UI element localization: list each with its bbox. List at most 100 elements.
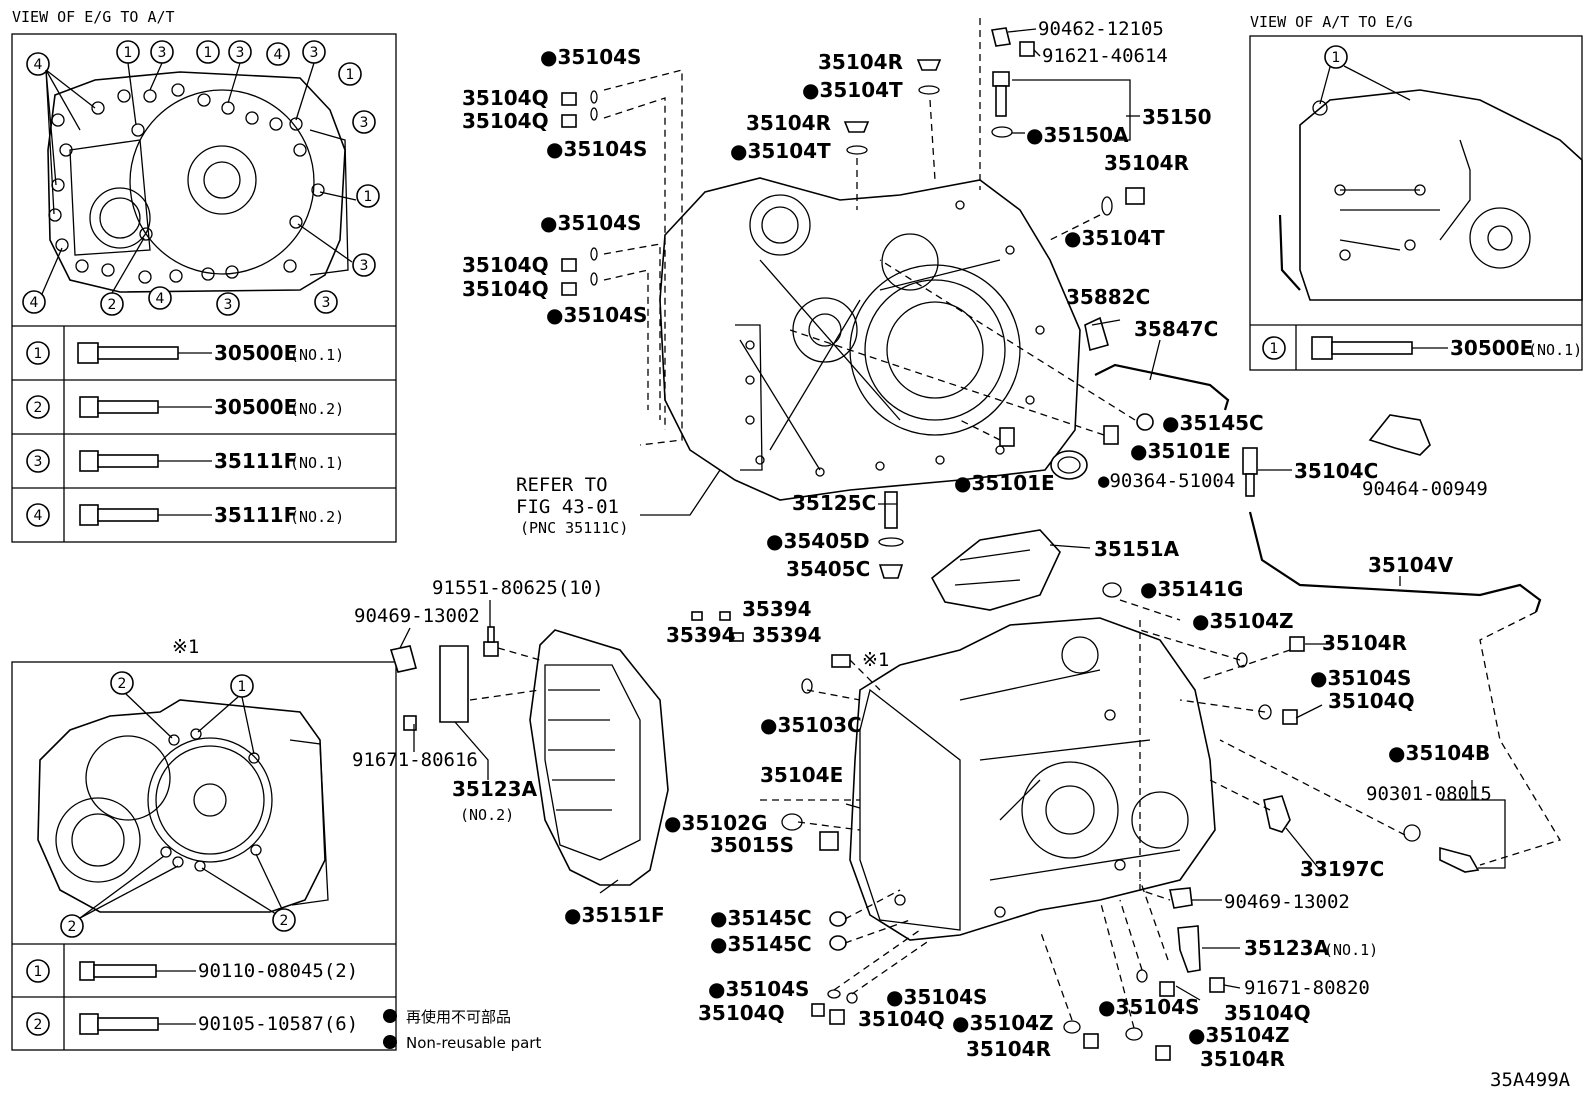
- callout-label: ●35104T: [730, 139, 831, 163]
- callout-label: 35104Q: [462, 109, 549, 133]
- transaxle-housing: [659, 177, 1081, 501]
- svg-text:1: 1: [1332, 50, 1341, 66]
- svg-text:3: 3: [224, 297, 233, 313]
- svg-text:2: 2: [34, 400, 43, 416]
- leader-lines: [399, 28, 1506, 1001]
- svg-text:3: 3: [236, 45, 245, 61]
- svg-text:2: 2: [68, 919, 77, 935]
- inset-at-to-eg: VIEW OF A/T TO E/G 1 1 30500E (NO.1): [1249, 13, 1583, 371]
- inset-ref1: ※1 2 1 2 2 1: [11, 636, 397, 1051]
- callout-label: 35123A: [1244, 936, 1330, 960]
- callout-label: 35394: [752, 623, 822, 647]
- oil-hose-35104V: [1248, 511, 1542, 613]
- svg-text:2: 2: [118, 676, 127, 692]
- svg-text:1: 1: [34, 346, 43, 362]
- svg-text:3: 3: [322, 295, 331, 311]
- number-balloons-front: 4 1 3 1 3 4 3 1 3 1 3 3 3 4 2 4: [22, 40, 380, 316]
- callout-label: 35104R: [966, 1037, 1051, 1061]
- bolt-row: 4 35111F (NO.2): [26, 503, 344, 527]
- svg-text:4: 4: [34, 508, 43, 524]
- svg-text:1: 1: [124, 45, 133, 61]
- callout-label: ●35103C: [760, 713, 862, 737]
- svg-text:(NO.1): (NO.1): [1528, 341, 1582, 359]
- callout-label: 91551-80625(10): [432, 577, 604, 599]
- callout-label: ●35101E: [954, 471, 1055, 495]
- transaxle-side-drawing: [37, 699, 329, 913]
- callout-label: 35882C: [1066, 285, 1150, 309]
- svg-text:3: 3: [360, 115, 369, 131]
- bolt-row: 2 90105-10587(6): [26, 1012, 358, 1036]
- callout-label: ●35145C: [710, 932, 812, 956]
- svg-text:(NO.2): (NO.2): [290, 508, 344, 526]
- callout-label: ●35141G: [1140, 577, 1243, 601]
- bolt-row: 1 30500E (NO.1): [1262, 336, 1582, 360]
- callout-label: 91671-80820: [1244, 977, 1370, 999]
- callout-label: 35104Q: [698, 1001, 785, 1025]
- transaxle-rear-drawing: [1278, 89, 1583, 301]
- oil-pan: [529, 629, 669, 886]
- svg-text:90110-08045(2): 90110-08045(2): [198, 960, 358, 982]
- callout-label: 90469-13002: [354, 605, 480, 627]
- callout-label: ●35104Z: [1188, 1023, 1290, 1047]
- callout-label: ●35150A: [1026, 123, 1129, 147]
- bolt-row: 1 30500E (NO.1): [26, 341, 344, 365]
- svg-text:4: 4: [274, 47, 283, 63]
- bolt-table-right: 1 30500E (NO.1): [1262, 336, 1582, 360]
- callout-label: ●35104T: [802, 78, 903, 102]
- non-reusable-dot-icon: [383, 1009, 397, 1023]
- inset-ref1-frame: [11, 661, 397, 1051]
- svg-text:1: 1: [34, 964, 43, 980]
- callout-label: ●35104S: [546, 137, 647, 161]
- callout-label: 33197C: [1300, 857, 1384, 881]
- svg-text:3: 3: [310, 45, 319, 61]
- callout-label: ●35102G: [664, 811, 767, 835]
- oil-pipe-35847C: [1094, 363, 1230, 411]
- callout-label: 35847C: [1134, 317, 1218, 341]
- inset-eg-to-at: VIEW OF E/G TO A/T: [11, 8, 397, 543]
- callout-label: 35104Q: [1224, 1001, 1311, 1025]
- legend: 再使用不可部品 Non-reusable part: [383, 1008, 541, 1052]
- svg-text:1: 1: [346, 67, 355, 83]
- bolt-row: 3 35111F (NO.1): [26, 449, 344, 473]
- callout-label: 35125C: [792, 491, 876, 515]
- svg-text:35111F: 35111F: [214, 449, 297, 473]
- callout-label: (NO.1): [1324, 941, 1378, 959]
- bolt-row: 1 90110-08045(2): [26, 959, 358, 983]
- svg-text:2: 2: [34, 1017, 43, 1033]
- svg-text:(NO.1): (NO.1): [290, 454, 344, 472]
- valve-body-35151A: [930, 529, 1061, 611]
- figure-code: 35A499A: [1490, 1069, 1571, 1091]
- callout-label: 35104Q: [1328, 689, 1415, 713]
- svg-text:1: 1: [1270, 341, 1279, 357]
- svg-text:(NO.2): (NO.2): [290, 400, 344, 418]
- inset-eg-to-at-frame: [11, 33, 397, 543]
- svg-text:4: 4: [34, 57, 43, 73]
- callout-label: (NO.2): [460, 806, 514, 824]
- svg-text:1: 1: [364, 189, 373, 205]
- callout-label: 91621-40614: [1042, 45, 1168, 67]
- callout-label: ●35104B: [1388, 741, 1490, 765]
- callout-label: 35104R: [1200, 1047, 1285, 1071]
- callout-label: 35104R: [1322, 631, 1407, 655]
- callout-label: ●35104T: [1064, 226, 1165, 250]
- callout-label: 35150: [1142, 105, 1212, 129]
- callout-label: 35104Q: [858, 1007, 945, 1031]
- svg-text:(NO.1): (NO.1): [290, 346, 344, 364]
- callout-label: ●35104S: [1098, 995, 1199, 1019]
- callout-label: 90301-08015: [1366, 783, 1492, 805]
- callout-label: ●35104S: [540, 45, 641, 69]
- svg-text:VIEW OF A/T TO E/G: VIEW OF A/T TO E/G: [1250, 13, 1413, 31]
- callout-label: 90464-00949: [1362, 478, 1488, 500]
- refer-note: REFER TO FIG 43-01 (PNC 35111C): [516, 474, 628, 537]
- callout-label: 90462-12105: [1038, 18, 1164, 40]
- svg-text:30500E: 30500E: [214, 341, 297, 365]
- callout-label: ●35104S: [708, 977, 809, 1001]
- callout-label: 35104Q: [462, 253, 549, 277]
- callout-label: ●35145C: [710, 906, 812, 930]
- clamp-35882C: [1084, 316, 1109, 352]
- callout-label: 35104E: [760, 763, 843, 787]
- callout-label: ●35104S: [886, 985, 987, 1009]
- callout-label: 35123A: [452, 777, 538, 801]
- svg-text:1: 1: [204, 45, 213, 61]
